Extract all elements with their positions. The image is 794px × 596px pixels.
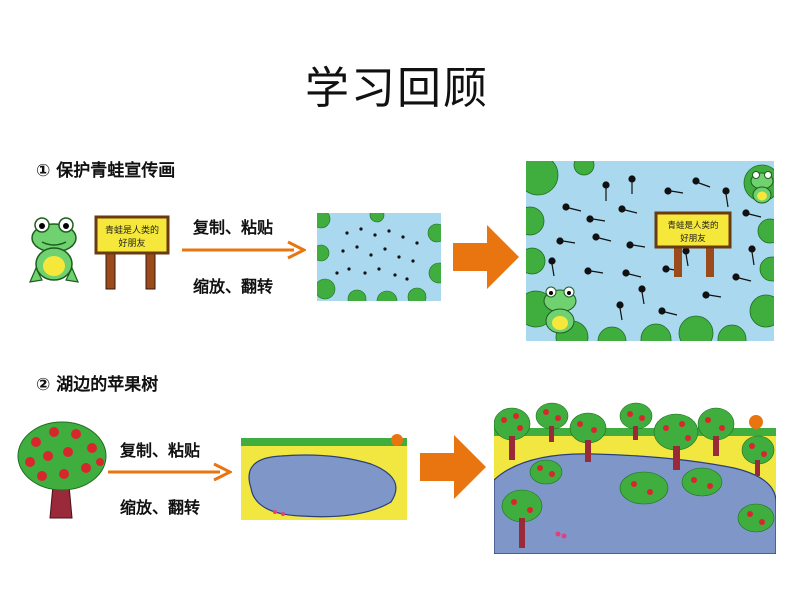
section1-scale-label: 缩放、翻转 xyxy=(193,277,274,296)
page-title: 学习回顾 xyxy=(305,63,489,114)
svg-text:好朋友: 好朋友 xyxy=(680,233,706,244)
tadpole-pond-small xyxy=(317,213,441,301)
section2-heading: ② 湖边的苹果树 xyxy=(36,375,159,395)
sign-image: 青蛙是人类的 好朋友 xyxy=(94,215,170,290)
lake-scene-result xyxy=(494,402,776,554)
thin-arrow-icon xyxy=(108,462,232,482)
big-arrow-icon xyxy=(453,225,519,289)
apple-tree-image xyxy=(17,421,107,519)
frog-poster-result: 青蛙是人类的 好朋友 xyxy=(526,161,774,341)
section2-copy-label: 复制、粘贴 xyxy=(120,441,201,460)
big-arrow-icon xyxy=(420,435,486,499)
svg-text:好朋友: 好朋友 xyxy=(118,237,145,249)
section1-heading: ① 保护青蛙宣传画 xyxy=(36,161,176,181)
svg-text:青蛙是人类的: 青蛙是人类的 xyxy=(105,224,159,236)
frog-image xyxy=(29,217,79,283)
svg-text:青蛙是人类的: 青蛙是人类的 xyxy=(667,220,718,231)
lake-scene-small xyxy=(241,428,407,520)
thin-arrow-icon xyxy=(182,240,306,260)
section1-copy-label: 复制、粘贴 xyxy=(193,218,274,237)
section2-scale-label: 缩放、翻转 xyxy=(120,498,201,517)
